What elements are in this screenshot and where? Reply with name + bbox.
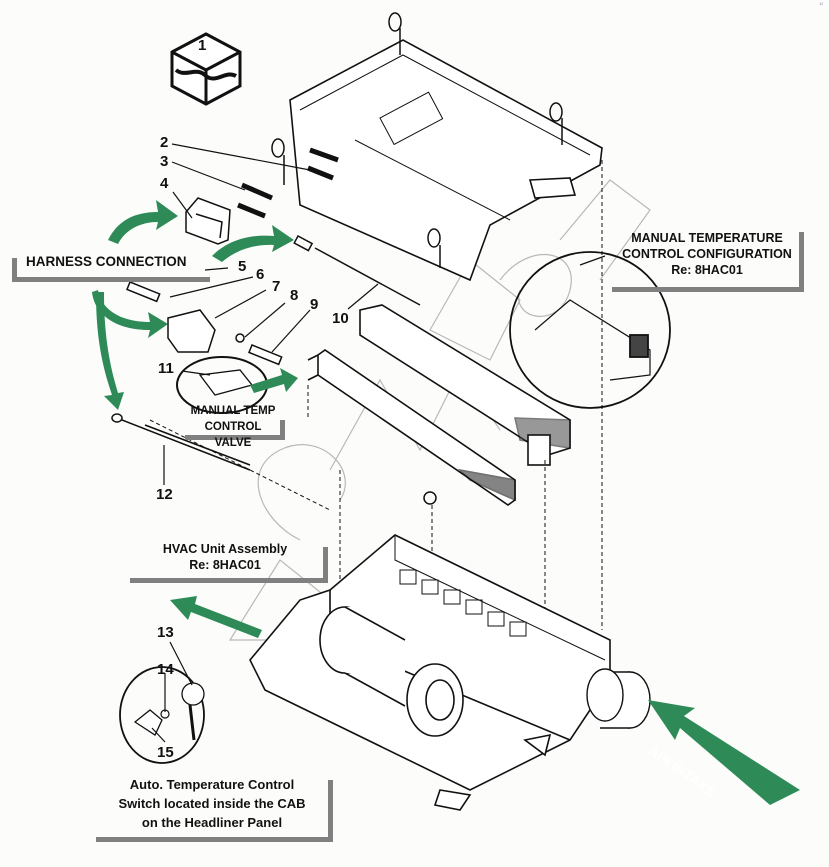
part-label-10: 10	[332, 310, 349, 327]
section-badge-number: 1	[198, 37, 207, 54]
auto-switch-detail	[119, 666, 205, 764]
manual-config-callout: MANUAL TEMPERATURE CONTROL CONFIGURATION…	[612, 230, 802, 278]
auto-switch-callout: Auto. Temperature Control Switch located…	[96, 775, 328, 832]
manual-config-line-1: MANUAL TEMPERATURE	[631, 231, 783, 245]
part-label-9: 9	[310, 296, 319, 313]
part-label-2: 2	[160, 134, 169, 151]
harness-arrows	[92, 200, 800, 805]
part-label-5: 5	[238, 258, 247, 275]
hvac-unit-line-1: HVAC Unit Assembly	[162, 542, 288, 556]
callout-frames	[12, 232, 804, 842]
part-label-14: 14	[157, 661, 174, 678]
top-cover	[289, 39, 603, 282]
hvac-unit-line-2: Re: 8HAC01	[189, 558, 261, 572]
manual-config-line-3: Re: 8HAC01	[671, 263, 743, 277]
auto-switch-line-1: Auto. Temperature Control	[129, 777, 295, 792]
part-label-15: 15	[157, 744, 174, 761]
corner-mark: ²²	[819, 2, 823, 8]
part-label-6: 6	[256, 266, 265, 283]
cable-ties	[271, 12, 563, 505]
hvac-unit-callout: HVAC Unit Assembly Re: 8HAC01	[140, 541, 310, 573]
part-label-8: 8	[290, 287, 299, 304]
section-badge	[170, 32, 242, 106]
hvac-housing	[249, 534, 611, 811]
part-10-sensor	[293, 234, 421, 306]
auto-switch-line-2: Switch located inside the CAB	[118, 796, 306, 811]
part-label-11: 11	[158, 360, 174, 377]
leader-lines	[151, 143, 606, 743]
foam-strips	[237, 147, 339, 219]
manual-valve-line-1: MANUAL TEMP	[190, 405, 276, 417]
manual-valve-callout: MANUAL TEMP CONTROL VALVE	[185, 403, 281, 451]
heater-core	[307, 349, 516, 506]
part-12-harness	[111, 413, 251, 471]
air-intake-duct	[586, 668, 651, 729]
part-label-13: 13	[157, 624, 174, 641]
part-label-4: 4	[160, 175, 169, 192]
harness-connection-label: HARNESS CONNECTION	[26, 254, 187, 269]
manual-valve-line-2: CONTROL VALVE	[204, 421, 262, 449]
valve-parts	[126, 281, 283, 366]
part-label-7: 7	[272, 278, 281, 295]
auto-switch-line-3: on the Headliner Panel	[141, 815, 283, 830]
manual-config-line-2: CONTROL CONFIGURATION	[622, 247, 792, 261]
part-label-12: 12	[156, 486, 173, 503]
part-4-actuator	[185, 197, 231, 245]
evaporator	[359, 304, 571, 466]
part-label-3: 3	[160, 153, 169, 170]
manual-config-detail	[509, 251, 671, 409]
